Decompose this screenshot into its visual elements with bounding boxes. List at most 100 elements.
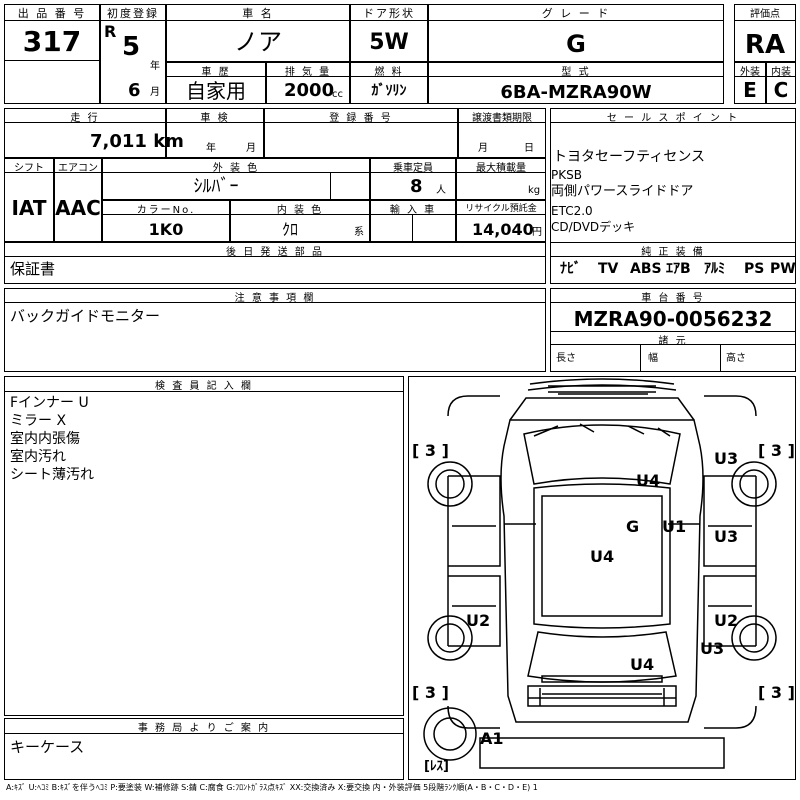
damage-mark: U4 bbox=[636, 471, 660, 490]
exterior-color: ｼﾙﾊﾞｰ bbox=[193, 176, 239, 197]
recycle-label: リサイクル預託金 bbox=[456, 200, 546, 215]
sales-line: PKSB bbox=[551, 168, 582, 182]
width-label: 幅 bbox=[648, 353, 658, 364]
door-type: 5W bbox=[369, 30, 409, 55]
damage-mark: [ﾚｽ] bbox=[424, 759, 449, 774]
score-label: 評価点 bbox=[734, 4, 796, 21]
model-label: 型 式 bbox=[428, 62, 724, 78]
damage-mark: U4 bbox=[630, 655, 654, 674]
recycle-fee: 14,040 bbox=[472, 220, 534, 239]
equip-item: ﾅﾋﾞ bbox=[560, 261, 581, 277]
notes-label: 注 意 事 項 欄 bbox=[4, 288, 546, 304]
later-parts-label: 後 日 発 送 部 品 bbox=[4, 242, 546, 258]
score: RA bbox=[744, 30, 786, 60]
year-unit: 年 bbox=[150, 61, 160, 72]
equipment-label: 純 正 装 備 bbox=[550, 242, 796, 258]
car-name: ノア bbox=[234, 28, 282, 56]
damage-mark: A1 bbox=[480, 729, 504, 748]
door-label: ドア形状 bbox=[350, 4, 428, 21]
inspector-line: ミラー X bbox=[10, 413, 67, 429]
history-label: 車 歴 bbox=[166, 62, 266, 78]
divider bbox=[720, 345, 721, 372]
damage-mark: [ 3 ] bbox=[412, 441, 449, 460]
damage-mark: U2 bbox=[714, 611, 738, 630]
import-label: 輸 入 車 bbox=[370, 200, 456, 216]
inspection-label: 車 検 bbox=[166, 108, 264, 124]
sales-line: CD/DVDデッキ bbox=[551, 220, 636, 234]
equip-item: PS bbox=[744, 261, 765, 277]
inspector-line: 室内汚れ bbox=[10, 449, 66, 465]
damage-mark: U3 bbox=[714, 527, 738, 546]
equip-item: PW bbox=[770, 261, 796, 277]
notes-text: バックガイドモニター bbox=[10, 307, 161, 325]
load-label: 最大積載量 bbox=[456, 158, 546, 174]
transfer-month: 月 bbox=[478, 143, 488, 154]
equip-item: TV bbox=[598, 261, 619, 277]
sales-line: 両側パワースライドドア bbox=[551, 184, 694, 199]
damage-marks: [ 3 ] [ 3 ] U3 U4 G U1 U3 U4 U2 U2 U3 U4… bbox=[412, 441, 795, 774]
damage-mark: [ 3 ] bbox=[758, 683, 795, 702]
car-outline bbox=[423, 378, 777, 769]
damage-mark: U3 bbox=[714, 449, 738, 468]
interior-label: 内装 bbox=[766, 62, 796, 78]
office-label: 事 務 局 よ り ご 案 内 bbox=[4, 718, 404, 734]
color-label: 外 装 色 bbox=[102, 158, 370, 174]
reg-no-label: 登 録 番 号 bbox=[264, 108, 458, 124]
reg-year: 5 bbox=[122, 32, 141, 62]
insp-year-unit: 年 bbox=[206, 143, 216, 154]
displacement-unit: cc bbox=[332, 89, 343, 100]
recycle-unit: 円 bbox=[532, 227, 542, 238]
air-conditioner: AAC bbox=[55, 196, 101, 220]
transfer-day: 日 bbox=[524, 143, 534, 154]
inspector-label: 検 査 員 記 入 欄 bbox=[4, 376, 404, 392]
capacity-label: 乗車定員 bbox=[370, 158, 456, 174]
capacity: 8 bbox=[410, 176, 423, 197]
divider bbox=[412, 215, 413, 242]
transfer-label: 譲渡書類期限 bbox=[458, 108, 546, 124]
divider bbox=[640, 345, 641, 372]
fuel-label: 燃 料 bbox=[350, 62, 428, 78]
inspector-line: 室内内張傷 bbox=[10, 431, 80, 447]
insp-month-unit: 月 bbox=[246, 143, 256, 154]
chassis-label: 車 台 番 号 bbox=[550, 288, 796, 304]
shift: IAT bbox=[11, 196, 47, 220]
interior-color: ｸﾛ bbox=[281, 220, 298, 239]
mileage-label: 走 行 bbox=[4, 108, 166, 124]
exterior-grade: E bbox=[743, 78, 757, 102]
inspector-line: Fインナー U bbox=[10, 395, 89, 411]
first-reg-label: 初度登録 bbox=[100, 4, 166, 21]
equip-item: ｴｱB bbox=[666, 261, 691, 277]
car-diagram: [ 3 ] [ 3 ] U3 U4 G U1 U3 U4 U2 U2 U3 U4… bbox=[412, 378, 795, 774]
int-color-label: 内 装 色 bbox=[230, 200, 370, 216]
history: 自家用 bbox=[186, 79, 246, 103]
legend: A:ｷｽﾞ U:ﾍｺﾐ B:ｷｽﾞを伴うﾍｺﾐ P:要塗装 W:補修跡 S:錆 … bbox=[6, 783, 538, 792]
interior-color-unit: 系 bbox=[354, 227, 364, 238]
model: 6BA-MZRA90W bbox=[500, 82, 652, 103]
grade: G bbox=[566, 30, 586, 58]
damage-mark: [ 3 ] bbox=[758, 441, 795, 460]
lot-label: 出 品 番 号 bbox=[4, 4, 100, 21]
exterior-label: 外装 bbox=[734, 62, 766, 78]
fuel: ｶﾞｿﾘﾝ bbox=[371, 83, 407, 99]
chassis-number: MZRA90-0056232 bbox=[573, 307, 773, 331]
later-parts: 保証書 bbox=[10, 260, 56, 278]
mileage: 7,011 km bbox=[90, 131, 184, 152]
damage-mark: U3 bbox=[700, 639, 724, 658]
office-text: キーケース bbox=[10, 738, 85, 756]
displacement: 2000 bbox=[284, 80, 335, 101]
era: R bbox=[104, 22, 117, 41]
damage-mark: G bbox=[626, 517, 639, 536]
sales-line: トヨタセーフティセンス bbox=[553, 149, 706, 165]
car-name-label: 車 名 bbox=[166, 4, 350, 21]
equip-item: ｱﾙﾐ bbox=[704, 261, 725, 277]
ac-label: エアコン bbox=[54, 158, 102, 174]
divider bbox=[4, 60, 100, 61]
grade-label: グ レ ー ド bbox=[428, 4, 724, 21]
displacement-label: 排 気 量 bbox=[266, 62, 350, 78]
shift-label: シフト bbox=[4, 158, 54, 174]
damage-mark: [ 3 ] bbox=[412, 683, 449, 702]
color-no-label: カラーNo. bbox=[102, 200, 230, 216]
reg-month: 6 bbox=[128, 80, 141, 101]
equip-item: ABS bbox=[630, 261, 662, 277]
interior-grade: C bbox=[773, 78, 789, 102]
